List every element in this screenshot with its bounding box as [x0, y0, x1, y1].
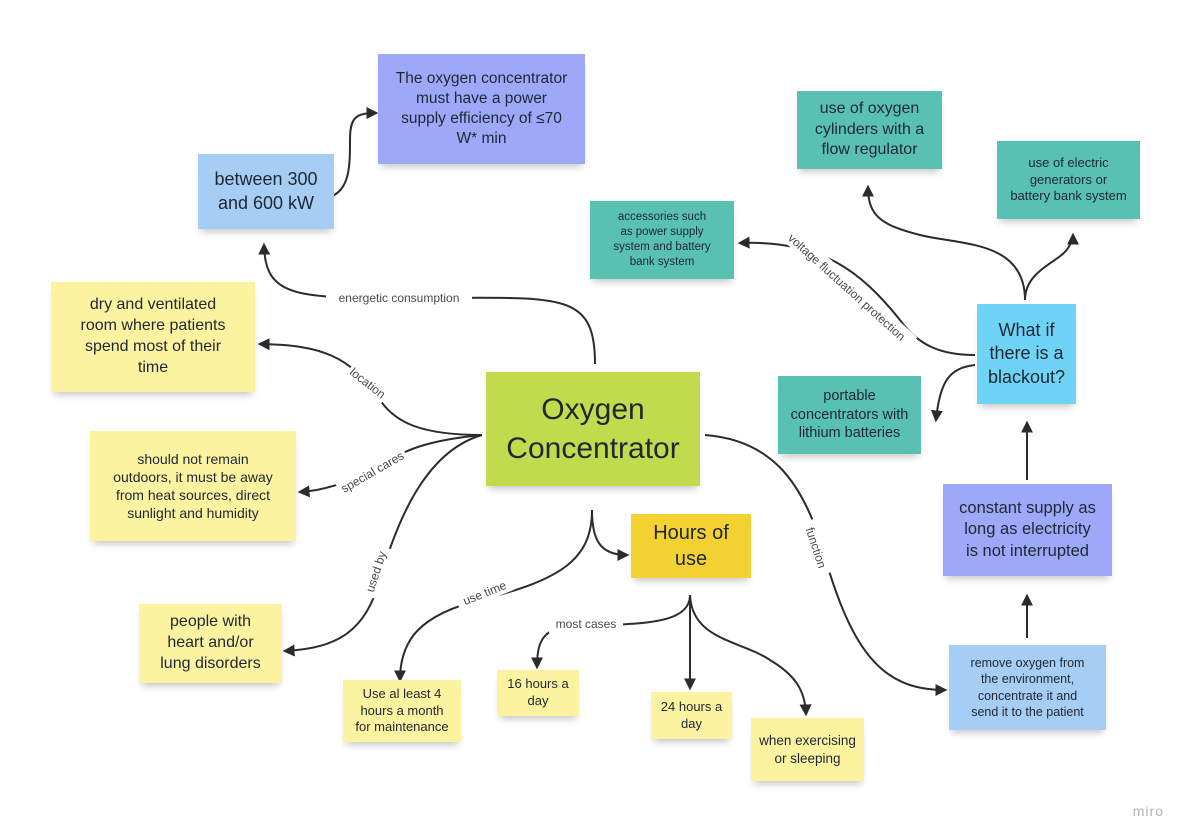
- edge-label-voltage-group: voltage fluctuation protection: [777, 222, 918, 351]
- node-accessories[interactable]: accessories such as power supply system …: [590, 201, 734, 279]
- edge-label-function-group: function: [799, 517, 835, 577]
- node-special-cares[interactable]: should not remain outdoors, it must be a…: [90, 431, 296, 541]
- edge-label-bg: [326, 288, 472, 308]
- miro-watermark: miro: [1132, 803, 1164, 819]
- edge-label-usedby-group: used by: [358, 543, 392, 599]
- edge-label-location-group: location: [344, 361, 392, 404]
- edge-label-energetic: energetic consumption: [339, 291, 460, 305]
- node-24-hours[interactable]: 24 hours a day: [651, 692, 732, 739]
- edge-label-voltage: voltage fluctuation protection: [785, 231, 908, 344]
- node-generators[interactable]: use of electric generators or battery ba…: [997, 141, 1140, 219]
- edge-to-hours-of-use[interactable]: [591, 509, 630, 561]
- node-constant-supply[interactable]: constant supply as long as electricity i…: [943, 484, 1112, 576]
- edge-label-bg: [549, 615, 623, 633]
- node-room[interactable]: dry and ventilated room where patients s…: [51, 282, 255, 392]
- node-power-efficiency[interactable]: The oxygen concentrator must have a powe…: [378, 54, 585, 164]
- edge-blackout-to-generators[interactable]: [1024, 232, 1079, 301]
- edge-blackout-to-cylinders[interactable]: [862, 184, 1026, 301]
- edge-blackout-to-portable[interactable]: [930, 364, 976, 423]
- node-16-hours[interactable]: 16 hours a day: [497, 670, 579, 716]
- node-maintenance[interactable]: Use al least 4 hours a month for mainten…: [343, 680, 461, 742]
- node-portable[interactable]: portable concentrators with lithium batt…: [778, 376, 921, 454]
- edge-kw-to-efficiency[interactable]: [329, 107, 379, 198]
- node-hours-of-use[interactable]: Hours of use: [631, 514, 751, 578]
- edge-to-exercising[interactable]: [689, 594, 812, 717]
- node-remove-oxygen[interactable]: remove oxygen from the environment, conc…: [949, 645, 1106, 730]
- node-oxygen-cylinders[interactable]: use of oxygen cylinders with a flow regu…: [797, 91, 942, 169]
- node-people[interactable]: people with heart and/or lung disorders: [139, 604, 282, 683]
- edge-label-most-cases: most cases: [556, 617, 617, 631]
- edge-label-special-group: special cares: [334, 444, 410, 499]
- node-exercising[interactable]: when exercising or sleeping: [751, 718, 864, 781]
- edge-label-special-cares: special cares: [339, 449, 407, 496]
- edge-label-usetime-group: use time: [453, 572, 515, 612]
- node-kw-range[interactable]: between 300 and 600 kW: [198, 154, 334, 229]
- node-oxygen-concentrator[interactable]: Oxygen Concentrator: [486, 372, 700, 486]
- node-blackout[interactable]: What if there is a blackout?: [977, 304, 1076, 404]
